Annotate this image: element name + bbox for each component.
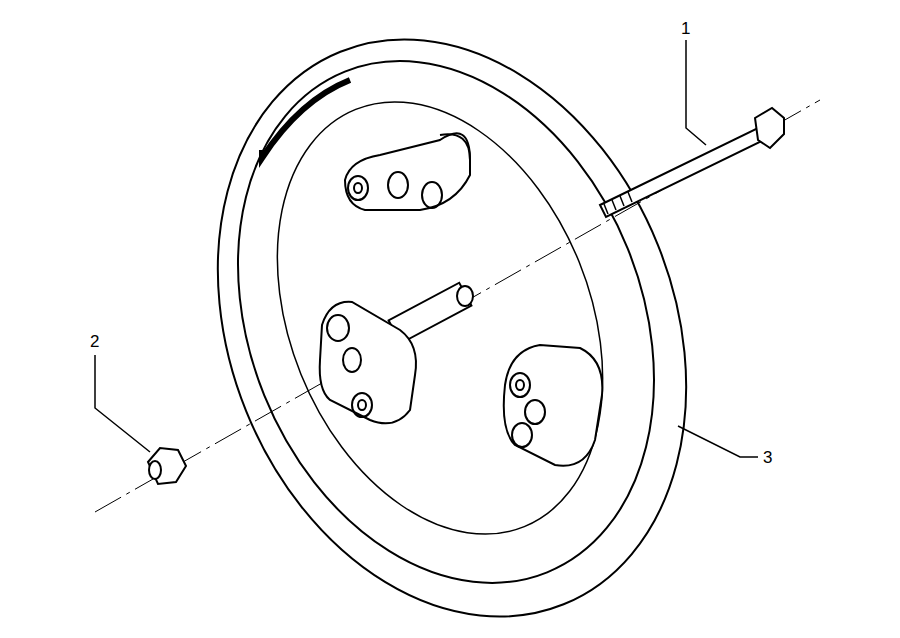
callout-number: 3 (762, 449, 773, 466)
callout-number: 2 (89, 333, 100, 350)
callout-number: 1 (680, 20, 691, 37)
